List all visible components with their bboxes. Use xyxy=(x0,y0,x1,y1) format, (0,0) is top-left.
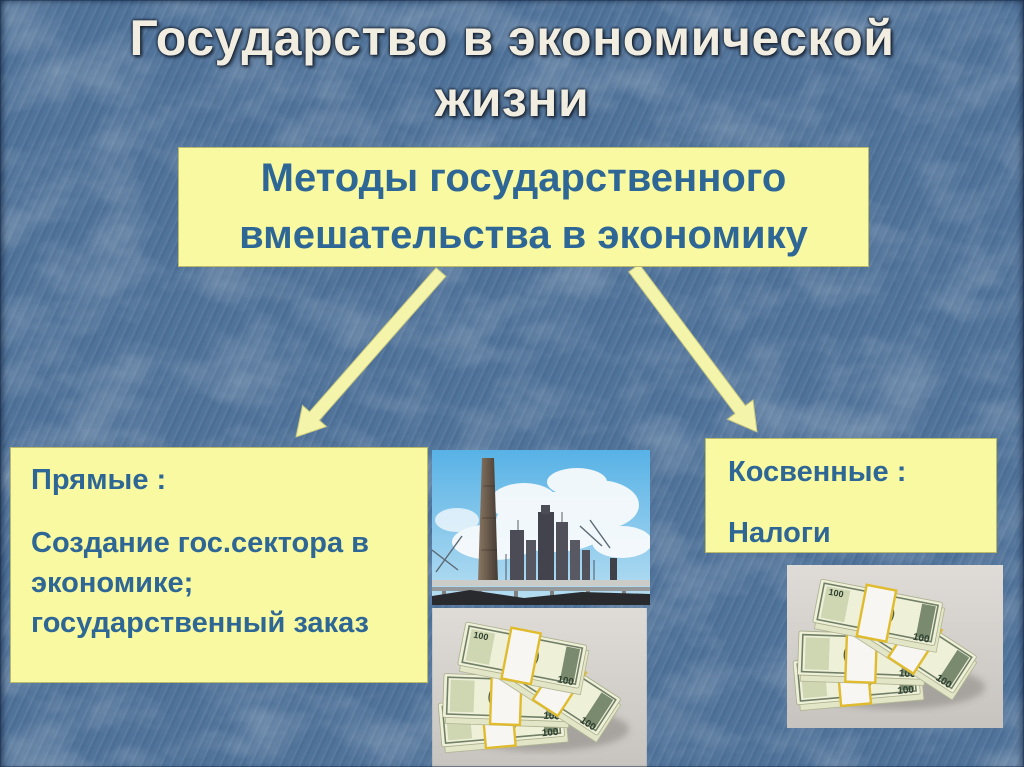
bill-100-label: 100 xyxy=(473,630,490,643)
bill-100-label: 100 xyxy=(556,674,575,688)
money-pack: 100 100 xyxy=(812,578,946,653)
chimney-bands xyxy=(481,485,497,551)
factory-chimney xyxy=(478,458,498,582)
slide-title: Государство в экономической жизни xyxy=(129,10,895,127)
refinery-towers xyxy=(505,505,617,584)
methods-box-text: Методы государственного вмешательства в … xyxy=(239,156,808,257)
methods-box: Методы государственного вмешательства в … xyxy=(178,147,869,267)
money-photo-right: 100 100 100 xyxy=(787,565,1003,728)
indirect-methods-box: Косвенные : Налоги xyxy=(705,438,997,553)
bill-100-label: 100 xyxy=(541,727,559,739)
money-pack: 100 100 xyxy=(457,621,590,696)
factory-foreground xyxy=(432,590,650,605)
bill-100-label: 100 xyxy=(897,685,915,697)
indirect-methods-heading: Косвенные : xyxy=(728,456,907,488)
money-photo-left: 100 100 100 xyxy=(432,608,647,767)
bill-100-label: 100 xyxy=(828,587,845,600)
direct-methods-heading: Прямые : xyxy=(31,464,167,496)
direct-methods-box: Прямые : Создание гос.сектора в экономик… xyxy=(10,447,428,683)
bill-100-label: 100 xyxy=(543,711,560,723)
bill-100-label: 100 xyxy=(899,669,916,681)
factory-photo xyxy=(432,450,650,605)
direct-methods-body: Создание гос.сектора в экономике; госуда… xyxy=(31,527,370,639)
indirect-methods-body: Налоги xyxy=(728,517,831,549)
factory-cranes xyxy=(432,519,611,573)
bill-100-label: 100 xyxy=(912,632,931,646)
